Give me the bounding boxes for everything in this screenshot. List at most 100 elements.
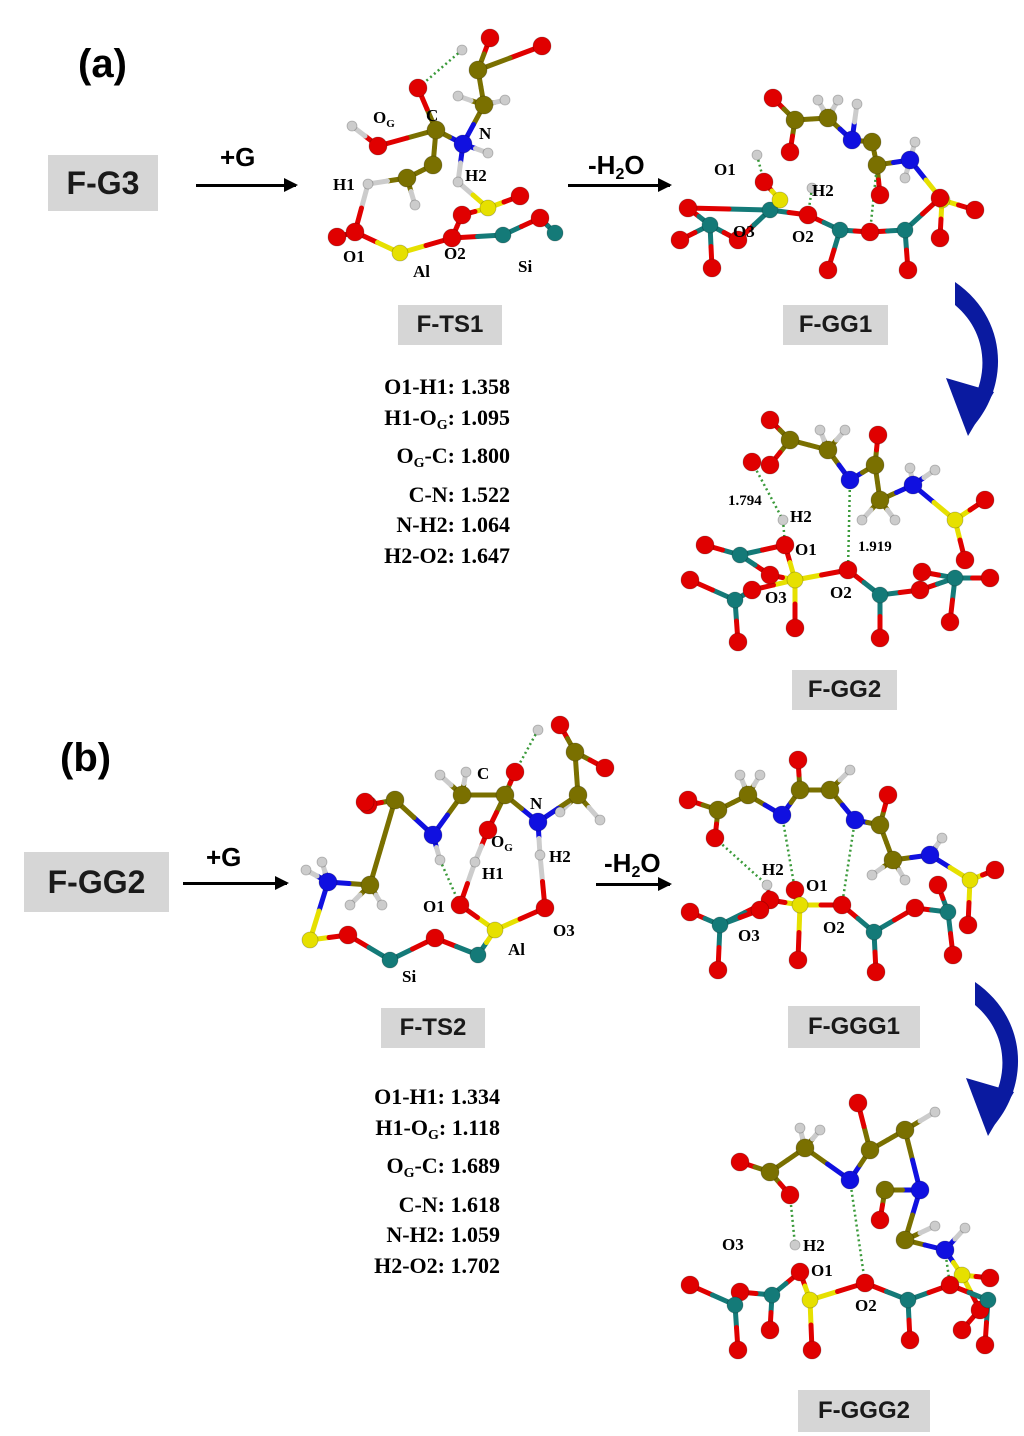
bond-row: H2-O2: 1.647	[384, 542, 510, 568]
atom	[959, 1222, 971, 1234]
atom	[786, 571, 804, 589]
atom	[469, 856, 481, 868]
atom	[899, 874, 911, 886]
atom	[532, 724, 544, 736]
atom	[896, 221, 914, 239]
hydrogen-bond	[714, 837, 768, 886]
atom-label-g2-h2: H2	[803, 1236, 825, 1255]
atom	[456, 44, 468, 56]
atom	[318, 872, 338, 892]
atom	[760, 410, 780, 430]
add-glycine-label-b: +G	[206, 842, 242, 872]
atom	[510, 186, 530, 206]
atom	[953, 1266, 971, 1284]
atom	[920, 845, 940, 865]
atom	[870, 1210, 890, 1230]
atom	[866, 869, 878, 881]
atom	[900, 1330, 920, 1350]
atom-label-al: Al	[413, 262, 430, 281]
bond-row: H1-OG: 1.095	[384, 404, 510, 433]
start-label-b: F-GG2	[24, 852, 169, 912]
atom	[705, 828, 725, 848]
atom	[442, 228, 462, 248]
atom	[726, 1296, 744, 1314]
bond-row: C-N: 1.522	[408, 481, 510, 507]
atom	[565, 742, 585, 762]
atom	[423, 825, 443, 845]
atom	[728, 1340, 748, 1360]
atom-label-si: Si	[402, 967, 417, 986]
atom	[910, 580, 930, 600]
atom	[965, 200, 985, 220]
atom-label-o1: O1	[343, 247, 365, 266]
atom	[434, 769, 446, 781]
arrow-b1	[183, 876, 289, 890]
atom	[980, 1268, 1000, 1288]
atom	[946, 569, 964, 587]
atom-label-o2: O2	[444, 244, 466, 263]
ts-label-a: F-TS1	[398, 305, 502, 345]
atom	[883, 850, 903, 870]
product2-label-b: F-GGG2	[798, 1390, 930, 1432]
atom-label-gg1-o3: O3	[733, 222, 755, 241]
atom	[360, 875, 380, 895]
atom-label-c: C	[477, 764, 490, 783]
atom	[900, 150, 920, 170]
bond-row: H2-O2: 1.702	[374, 1252, 500, 1278]
atom	[528, 812, 548, 832]
atom	[760, 1162, 780, 1182]
atom	[760, 565, 780, 585]
atom	[870, 628, 890, 648]
atom	[868, 425, 888, 445]
atom	[788, 750, 808, 770]
atom	[930, 228, 950, 248]
atom	[842, 130, 862, 150]
atom	[595, 758, 615, 778]
atom-label-h2: H2	[465, 166, 487, 185]
atom	[678, 198, 698, 218]
atom	[376, 899, 388, 911]
bond-row: O1-H1: 1.334	[374, 1084, 500, 1109]
atom	[840, 470, 860, 490]
atom	[985, 860, 1005, 880]
atom	[499, 94, 511, 106]
bond-row: H1-OG: 1.118	[375, 1114, 500, 1143]
atom	[344, 899, 356, 911]
atom	[594, 814, 606, 826]
atom-label-g1-o1: O1	[806, 876, 828, 895]
atom	[866, 962, 886, 982]
atom	[806, 182, 818, 194]
atom	[791, 896, 809, 914]
atom	[871, 586, 889, 604]
atom	[788, 950, 808, 970]
atom	[546, 224, 564, 242]
atom	[903, 475, 923, 495]
atom	[975, 1335, 995, 1355]
atom	[910, 1180, 930, 1200]
hydrogen-bond	[780, 814, 797, 891]
atom	[742, 580, 762, 600]
atom	[479, 199, 497, 217]
atom-label-n: N	[479, 124, 492, 143]
atom	[940, 612, 960, 632]
atom	[480, 28, 500, 48]
atom	[452, 90, 464, 102]
atom	[772, 805, 792, 825]
atom	[761, 201, 779, 219]
atom	[935, 1240, 955, 1260]
arrow-b2	[596, 877, 672, 891]
atom	[831, 221, 849, 239]
atom	[754, 172, 774, 192]
atom	[865, 455, 885, 475]
atom	[460, 766, 472, 778]
atom	[898, 260, 918, 280]
atom	[929, 1106, 941, 1118]
atom	[761, 879, 773, 891]
atom	[865, 923, 883, 941]
atom	[300, 864, 312, 876]
atom-label-o3: O3	[553, 921, 575, 940]
atom	[862, 132, 882, 152]
atom-label-g2-o3: O3	[722, 1235, 744, 1254]
atom	[870, 185, 890, 205]
atom	[482, 147, 494, 159]
